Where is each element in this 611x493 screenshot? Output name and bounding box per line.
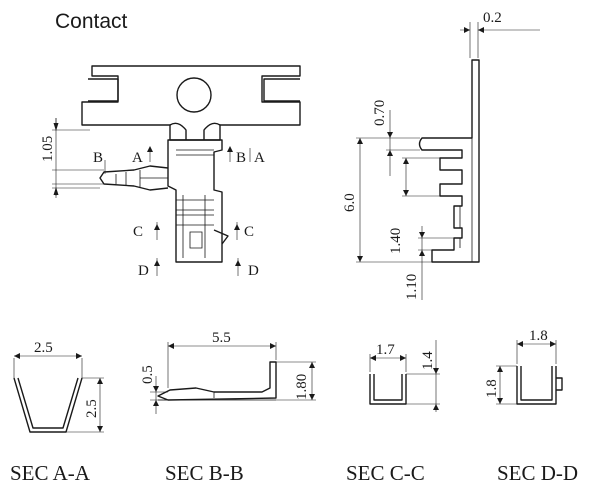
mark-c-right: C xyxy=(244,224,254,240)
sec-bb-label: SEC B-B xyxy=(165,461,244,485)
section-c-c: 1.7 1.4 SEC C-C xyxy=(346,340,440,485)
sec-aa-dim-height: 2.5 xyxy=(84,399,100,418)
mark-d-left: D xyxy=(138,263,149,279)
section-b-b: 5.5 0.5 1.80 SEC B-B xyxy=(140,330,316,485)
dim-front-height: 1.05 xyxy=(40,136,56,162)
side-profile xyxy=(418,59,480,263)
mark-b-left: B xyxy=(93,150,103,166)
sec-bb-dim-length: 5.5 xyxy=(212,330,231,346)
sec-dd-label: SEC D-D xyxy=(497,461,578,485)
contact-body xyxy=(167,139,223,263)
sec-dd-dim-width: 1.8 xyxy=(529,328,548,344)
dim-side-4: 1.10 xyxy=(404,274,420,300)
carrier-strip xyxy=(81,65,301,141)
mark-d-right: D xyxy=(248,263,259,279)
sec-bb-dim-height: 1.80 xyxy=(294,374,310,400)
pilot-hole xyxy=(176,77,212,113)
dim-thickness: 0.2 xyxy=(483,10,502,26)
sec-cc-dim-height: 1.4 xyxy=(420,351,436,370)
sec-cc-dim-width: 1.7 xyxy=(376,342,395,358)
dim-side-2: 6.0 xyxy=(342,193,358,212)
side-view: 0.2 0.70 6.0 1.40 1.10 xyxy=(342,10,540,300)
contact-tip xyxy=(99,165,169,191)
sec-cc-label: SEC C-C xyxy=(346,461,425,485)
mark-a-left: A xyxy=(132,150,143,166)
section-a-a: 2.5 2.5 SEC A-A xyxy=(10,340,104,485)
front-view: 1.05 B A B A C C D D xyxy=(40,65,301,279)
mark-b-right: B xyxy=(236,150,246,166)
dim-side-1: 0.70 xyxy=(372,100,388,126)
dim-side-3: 1.40 xyxy=(388,228,404,254)
section-d-d: 1.8 1.8 SEC D-D xyxy=(484,328,578,485)
sec-aa-dim-width: 2.5 xyxy=(34,340,53,356)
sec-aa-label: SEC A-A xyxy=(10,461,91,485)
sec-bb-dim-thickness: 0.5 xyxy=(140,365,156,384)
sec-dd-dim-height: 1.8 xyxy=(484,379,500,398)
mark-c-left: C xyxy=(133,224,143,240)
mark-a-right: A xyxy=(254,150,265,166)
drawing-title: Contact xyxy=(55,10,128,33)
